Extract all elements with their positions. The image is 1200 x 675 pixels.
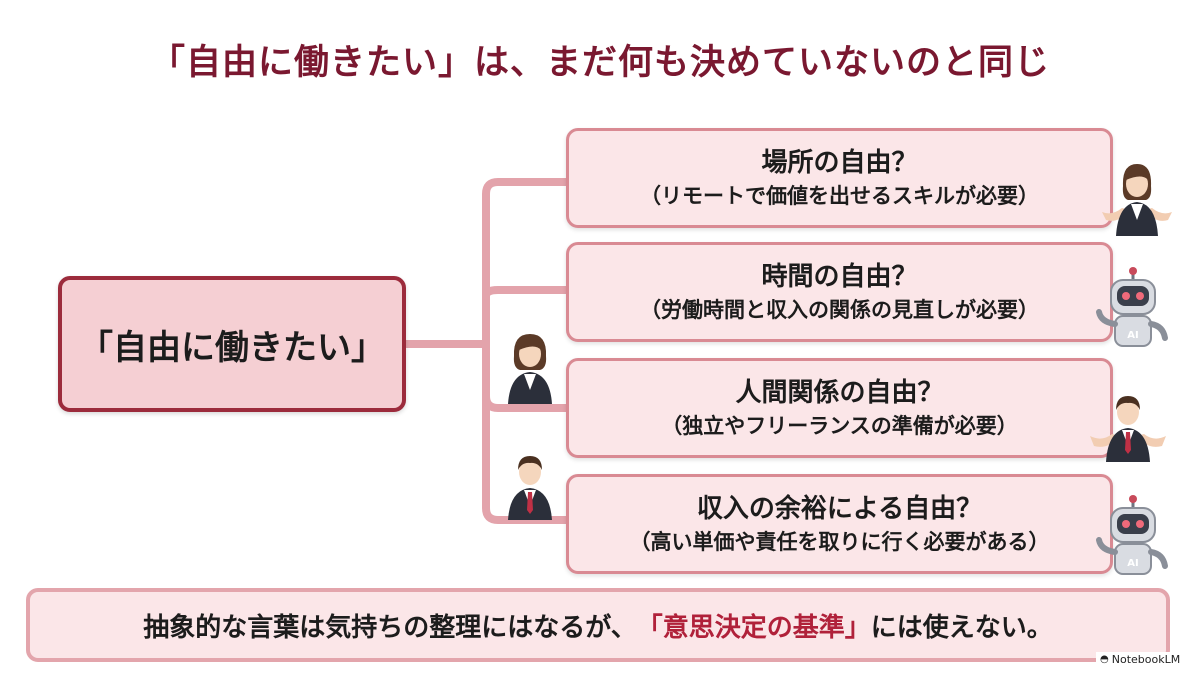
branch-income-freedom: 収入の余裕による自由？ （高い単価や責任を取りに行く必要がある） [566, 474, 1113, 574]
businessman-icon [508, 456, 552, 520]
branch-subtitle: （リモートで価値を出せるスキルが必要） [640, 184, 1039, 208]
summary-text: 抽象的な言葉は気持ちの整理にはなるが、 [143, 612, 637, 643]
branch-time-freedom: 時間の自由？ （労働時間と収入の関係の見直しが必要） [566, 242, 1113, 342]
robot-icon: AI [1096, 267, 1168, 347]
summary-text-end: には使えない。 [870, 612, 1053, 643]
robot-badge: AI [1127, 558, 1138, 569]
branch-title: 人間関係の自由？ [735, 378, 944, 408]
branch-relationship-freedom: 人間関係の自由？ （独立やフリーランスの準備が必要） [566, 358, 1113, 458]
branch-subtitle: （労働時間と収入の関係の見直しが必要） [640, 298, 1039, 322]
root-node: 「自由に働きたい」 [58, 276, 406, 412]
branch-title: 収入の余裕による自由？ [696, 494, 983, 524]
branch-place-freedom: 場所の自由？ （リモートで価値を出せるスキルが必要） [566, 128, 1113, 228]
businesswoman-icon [508, 334, 552, 404]
branch-title: 時間の自由？ [761, 262, 918, 292]
root-label: 「自由に働きたい」 [79, 327, 385, 368]
page-title: 「自由に働きたい」は、まだ何も決めていないのと同じ [149, 43, 1050, 83]
branch-subtitle: （高い単価や責任を取りに行く必要がある） [629, 530, 1050, 554]
brand-label: NotebookLM [1111, 653, 1181, 666]
businessman-icon [1090, 396, 1166, 462]
brand-watermark: ◓ NotebookLM [1096, 652, 1185, 667]
summary-banner: 抽象的な言葉は気持ちの整理にはなるが、「意思決定の基準」には使えない。 [26, 588, 1170, 662]
branch-subtitle: （独立やフリーランスの準備が必要） [661, 414, 1018, 438]
summary-highlight: 「意思決定の基準」 [636, 612, 871, 643]
notebooklm-logo-icon: ◓ [1100, 654, 1109, 665]
robot-icon: AI [1096, 495, 1168, 575]
robot-badge: AI [1127, 330, 1138, 341]
businesswoman-icon [1102, 164, 1172, 236]
branch-title: 場所の自由？ [761, 148, 918, 178]
